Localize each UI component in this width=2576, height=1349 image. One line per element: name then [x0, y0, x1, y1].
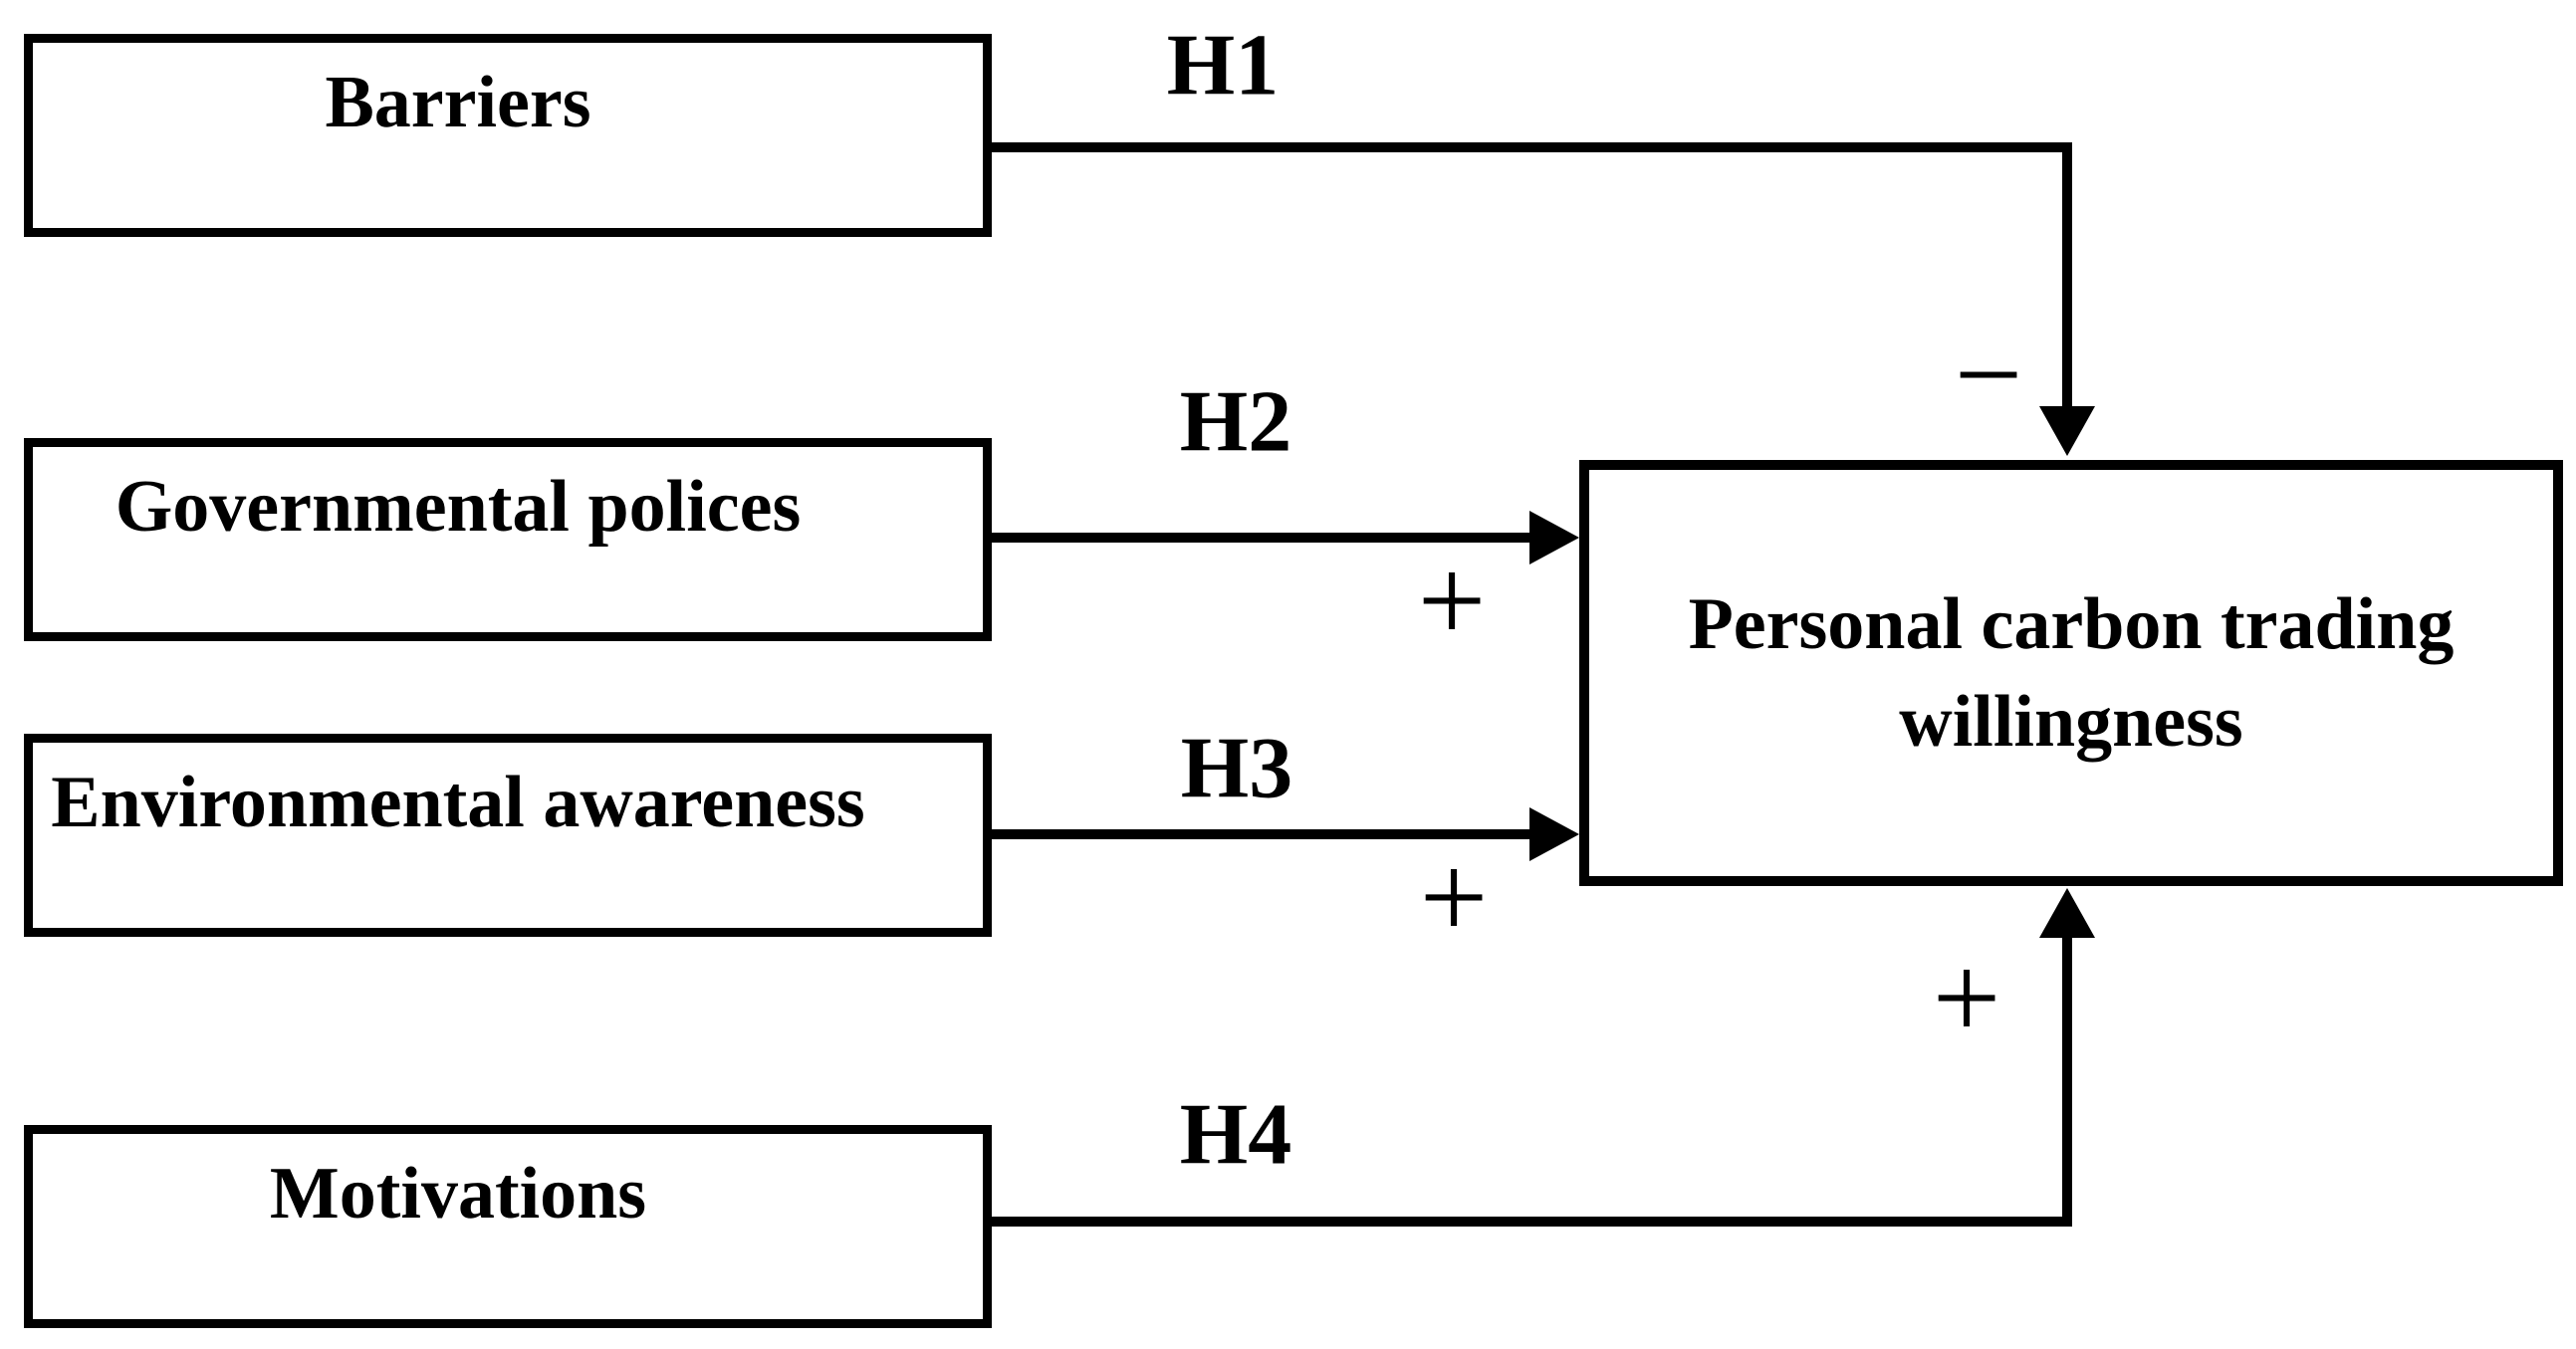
h2-arrow-segment	[990, 533, 1534, 543]
h1-arrow-vertical-segment	[2062, 142, 2072, 418]
h2-path-label: H2	[1179, 373, 1292, 471]
h4-arrowhead-up-icon	[2039, 888, 2095, 938]
h3-arrow-segment	[990, 829, 1534, 839]
h1-minus-sign: −	[1954, 308, 2023, 442]
barriers-box: Barriers	[24, 34, 992, 237]
outcome-label-line2: willingness	[1899, 681, 2243, 763]
h3-arrowhead-right-icon	[1529, 807, 1579, 861]
h1-arrowhead-down-icon	[2039, 406, 2095, 456]
h1-path-label: H1	[1166, 17, 1280, 114]
h4-path-label: H4	[1179, 1086, 1292, 1184]
motivations-label: Motivations	[269, 1153, 647, 1236]
governmental-polices-box: Governmental polices	[24, 438, 992, 641]
barriers-label: Barriers	[325, 62, 591, 144]
h4-arrow-horizontal-segment	[990, 1217, 2067, 1227]
h1-arrow-horizontal-segment	[990, 142, 2067, 152]
governmental-polices-label: Governmental polices	[115, 466, 802, 549]
motivations-box: Motivations	[24, 1125, 992, 1328]
outcome-label-line1: Personal carbon trading	[1688, 583, 2455, 665]
personal-carbon-trading-willingness-box: Personal carbon trading willingness	[1579, 460, 2563, 886]
h3-plus-sign: +	[1419, 830, 1489, 965]
h3-path-label: H3	[1180, 720, 1293, 817]
environmental-awareness-box: Environmental awareness	[24, 734, 992, 937]
environmental-awareness-label: Environmental awareness	[51, 762, 865, 844]
h2-plus-sign: +	[1417, 534, 1487, 668]
h4-plus-sign: +	[1932, 931, 2001, 1065]
h2-arrowhead-right-icon	[1529, 511, 1579, 564]
h4-arrow-vertical-segment	[2062, 934, 2072, 1227]
